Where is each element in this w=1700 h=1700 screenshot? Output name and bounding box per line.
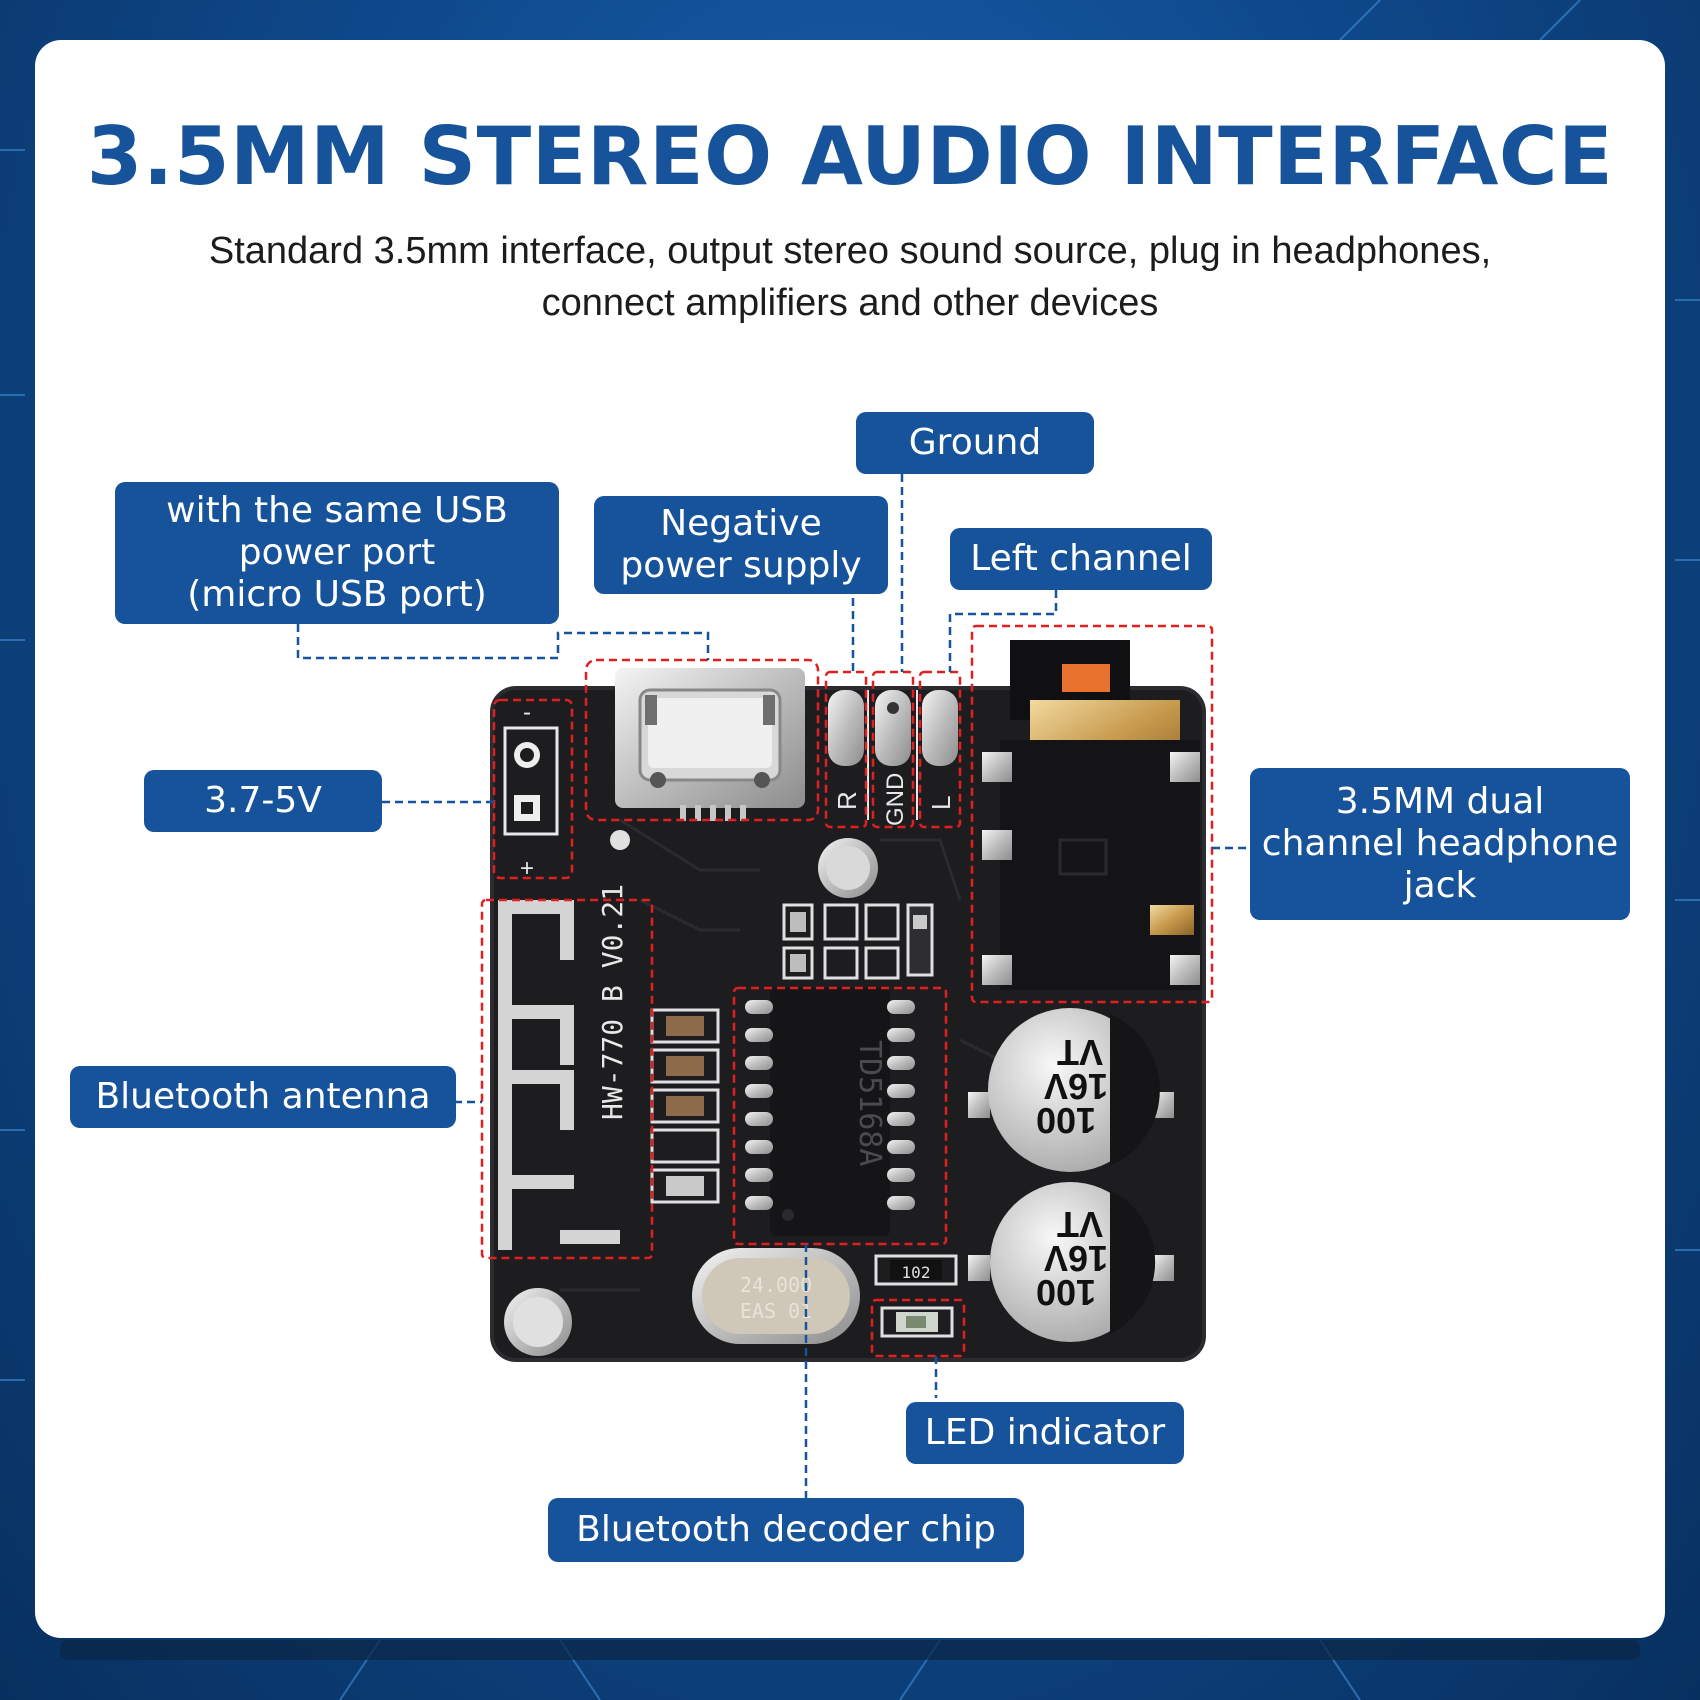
- capacitor-top: [968, 1008, 1174, 1172]
- page-title: 3.5MM STEREO AUDIO INTERFACE: [86, 110, 1614, 203]
- antenna-label: Bluetooth antenna: [70, 1066, 456, 1128]
- highlight-boxes: [480, 624, 1214, 1358]
- decoder-chip: [770, 988, 890, 1236]
- usb-label-line2: power port: [238, 532, 436, 573]
- decoder-chip-label: Bluetooth decoder chip: [548, 1498, 1024, 1562]
- voltage-label: 3.7-5V: [144, 770, 382, 832]
- highlight-micro-usb: [584, 658, 820, 822]
- cap1-marking-line1: VT: [1057, 1032, 1103, 1073]
- page-subtitle: Standard 3.5mm interface, output stereo …: [150, 225, 1550, 329]
- audio-output-pads: [828, 690, 958, 820]
- leader-lines: [296, 474, 1250, 1498]
- subtitle-line-1: Standard 3.5mm interface, output stereo …: [208, 230, 1492, 272]
- cap2-marking-line3: 100: [1036, 1272, 1096, 1313]
- model-marking: HW-770 B V0.21: [596, 884, 629, 1120]
- highlight-pin-r: [824, 670, 868, 829]
- resistor-code-marking: 102: [902, 1263, 931, 1282]
- jack-label-line2: channel headphone: [1261, 823, 1619, 864]
- highlight-led: [870, 1298, 966, 1358]
- cap1-marking-line3: 100: [1036, 1100, 1096, 1141]
- chip-marking: TD5168A: [852, 1040, 887, 1166]
- led-component: [880, 1306, 954, 1338]
- pcb-traces: [560, 818, 1001, 1292]
- headphone-jack: [982, 640, 1200, 990]
- chip-pins-right: [887, 1000, 915, 1210]
- crystal-marking-line1: 24.000: [740, 1273, 812, 1297]
- negative-power-label: Negative power supply: [594, 496, 888, 594]
- negative-label-line2: power supply: [620, 545, 862, 586]
- resistor-array: [650, 1008, 720, 1204]
- usb-label-line1: with the same USB: [166, 490, 508, 531]
- usb-port-label: with the same USB power port (micro USB …: [115, 482, 559, 624]
- chip-pins-left: [745, 1000, 773, 1210]
- highlight-headphone-jack: [970, 624, 1214, 1004]
- jack-label-line1: 3.5MM dual: [1335, 781, 1545, 822]
- highlight-pin-l: [918, 670, 962, 829]
- headphone-jack-label: 3.5MM dual channel headphone jack: [1250, 768, 1630, 920]
- left-channel-label: Left channel: [950, 528, 1212, 590]
- pin-gnd-marking: GND: [882, 773, 909, 826]
- cap2-marking-line2: 16V: [1044, 1238, 1108, 1279]
- pcb-antenna-trace: [498, 900, 620, 1250]
- cap1-marking-line2: 16V: [1044, 1066, 1108, 1107]
- crystal-marking-line2: EAS 01: [740, 1299, 812, 1323]
- usb-label-line3: (micro USB port): [187, 574, 487, 615]
- crystal-oscillator: [692, 1248, 860, 1344]
- highlight-antenna: [480, 898, 654, 1260]
- pin-l-marking: L: [926, 796, 956, 810]
- highlight-pin-gnd: [871, 670, 915, 829]
- pin-r-marking: R: [832, 791, 862, 810]
- cap2-marking-line1: VT: [1057, 1204, 1103, 1245]
- ground-label: Ground: [856, 412, 1094, 474]
- pin-plus-marking: +: [520, 855, 534, 882]
- smd-pads: [782, 903, 934, 980]
- subtitle-line-2: connect amplifiers and other devices: [541, 282, 1159, 324]
- negative-label-line1: Negative: [660, 503, 822, 544]
- highlight-power-pads: [492, 698, 574, 880]
- highlight-decoder-chip: [732, 986, 948, 1246]
- jack-label-line3: jack: [1403, 865, 1477, 906]
- led-indicator-label: LED indicator: [906, 1402, 1184, 1464]
- pin-minus-marking: -: [523, 699, 531, 726]
- capacitor-bottom: [968, 1182, 1174, 1342]
